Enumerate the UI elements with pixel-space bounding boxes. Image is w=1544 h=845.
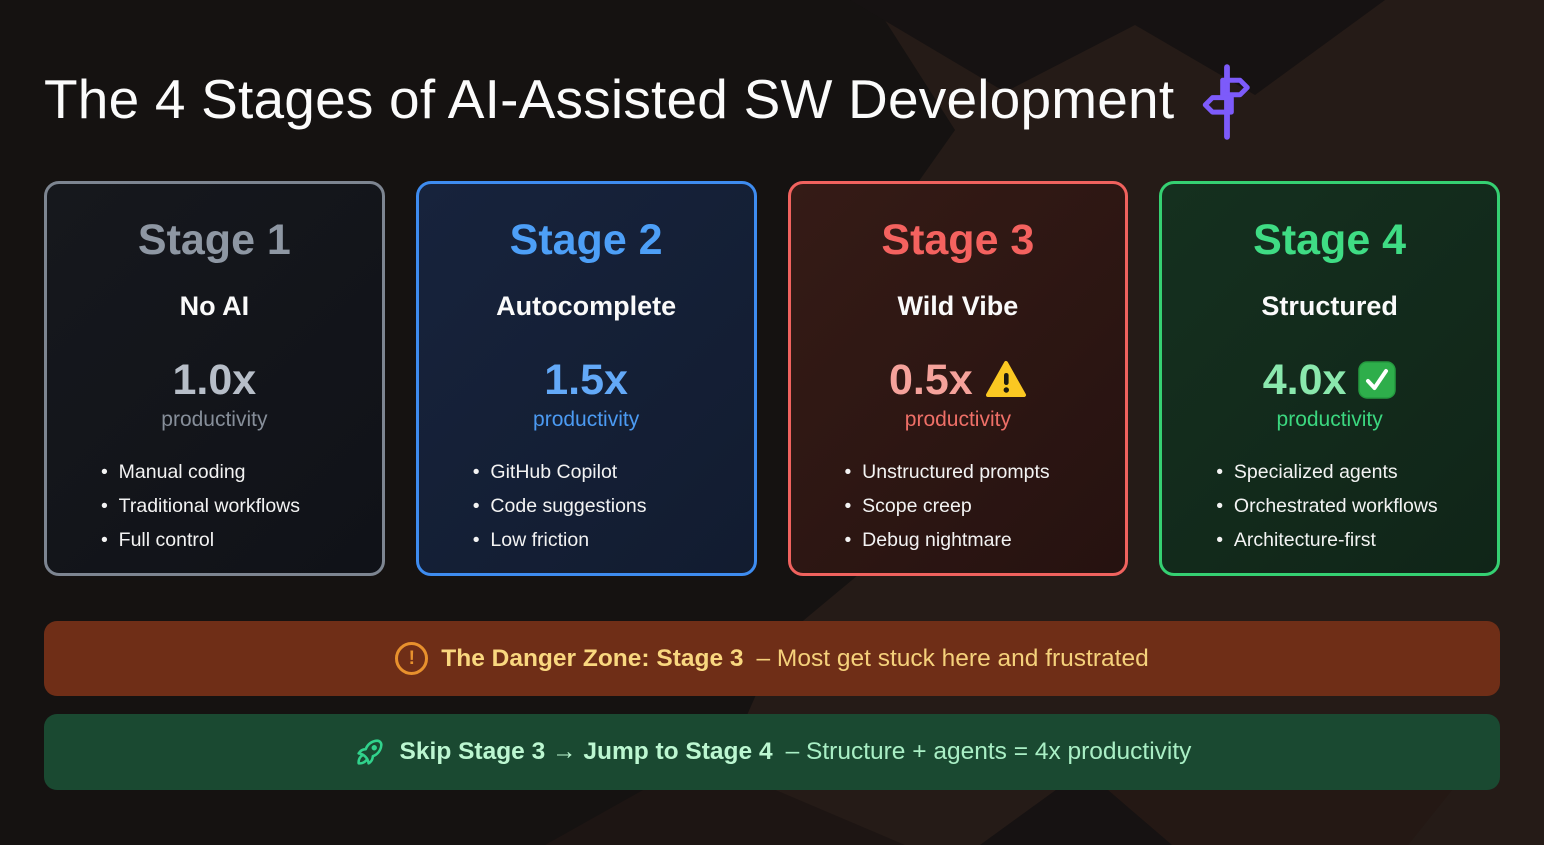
feature-item: Manual coding — [101, 455, 360, 489]
feature-list: Unstructured prompts Scope creep Debug n… — [813, 455, 1104, 557]
multiplier-row: 4.0x — [1184, 358, 1475, 402]
feature-list: Specialized agents Orchestrated workflow… — [1184, 455, 1475, 557]
skip-banner-rest-text: – Structure + agents = 4x productivity — [785, 738, 1192, 765]
multiplier-value: 1.0x — [172, 355, 257, 404]
stage-subtitle: Structured — [1261, 291, 1398, 322]
danger-banner-bold-text: The Danger Zone: Stage 3 — [441, 644, 744, 672]
stage-title: Stage 4 — [1253, 216, 1407, 264]
stage-card-3: Stage 3 Wild Vibe 0.5x productivity Unst… — [787, 181, 1129, 576]
check-icon — [1358, 361, 1397, 399]
signpost-icon — [1203, 64, 1251, 140]
feature-item: GitHub Copilot — [473, 455, 732, 489]
feature-item: Specialized agents — [1216, 455, 1475, 489]
stage-title: Stage 1 — [137, 216, 291, 264]
stage-title: Stage 2 — [509, 216, 663, 264]
danger-zone-banner: ! The Danger Zone: Stage 3 – Most get st… — [44, 621, 1500, 696]
danger-banner-rest-text: – Most get stuck here and frustrated — [756, 644, 1149, 672]
stage-card-1: Stage 1 No AI 1.0x productivity Manual c… — [44, 181, 385, 576]
stage-title: Stage 3 — [881, 216, 1035, 264]
feature-item: Orchestrated workflows — [1216, 489, 1475, 523]
feature-item: Code suggestions — [473, 489, 732, 523]
feature-item: Architecture-first — [1216, 523, 1475, 557]
multiplier-row: 0.5x — [813, 358, 1104, 402]
productivity-label: productivity — [1276, 408, 1383, 432]
multiplier-value: 0.5x — [889, 355, 973, 404]
alert-circle-icon: ! — [395, 642, 429, 675]
header: The 4 Stages of AI-Assisted SW Developme… — [44, 0, 1500, 140]
stage-card-4: Stage 4 Structured 4.0x productivity Spe… — [1159, 181, 1500, 576]
feature-item: Low friction — [473, 523, 732, 557]
stage-subtitle: Autocomplete — [496, 291, 677, 322]
page-title: The 4 Stages of AI-Assisted SW Developme… — [44, 68, 1175, 130]
multiplier-row: 1.0x — [69, 358, 360, 402]
productivity-label: productivity — [533, 408, 640, 432]
feature-list: Manual coding Traditional workflows Full… — [69, 455, 360, 557]
productivity-label: productivity — [161, 408, 268, 432]
warning-icon — [985, 361, 1026, 398]
feature-item: Full control — [101, 523, 360, 557]
stage-subtitle: Wild Vibe — [897, 291, 1019, 322]
multiplier-row: 1.5x — [441, 358, 732, 402]
feature-item: Unstructured prompts — [845, 455, 1104, 489]
rocket-icon — [356, 739, 383, 765]
feature-item: Scope creep — [845, 489, 1104, 523]
feature-item: Traditional workflows — [101, 489, 360, 523]
skip-stage-banner: Skip Stage 3 → Jump to Stage 4 – Structu… — [44, 714, 1500, 790]
stage-card-2: Stage 2 Autocomplete 1.5x productivity G… — [415, 181, 757, 576]
multiplier-value: 1.5x — [544, 355, 628, 404]
skip-banner-bold-text: Skip Stage 3 → Jump to Stage 4 — [399, 738, 773, 765]
stage-cards-row: Stage 1 No AI 1.0x productivity Manual c… — [44, 181, 1500, 576]
stage-subtitle: No AI — [179, 291, 250, 322]
productivity-label: productivity — [904, 408, 1011, 432]
feature-item: Debug nightmare — [845, 523, 1104, 557]
feature-list: GitHub Copilot Code suggestions Low fric… — [441, 455, 732, 557]
multiplier-value: 4.0x — [1262, 355, 1347, 404]
